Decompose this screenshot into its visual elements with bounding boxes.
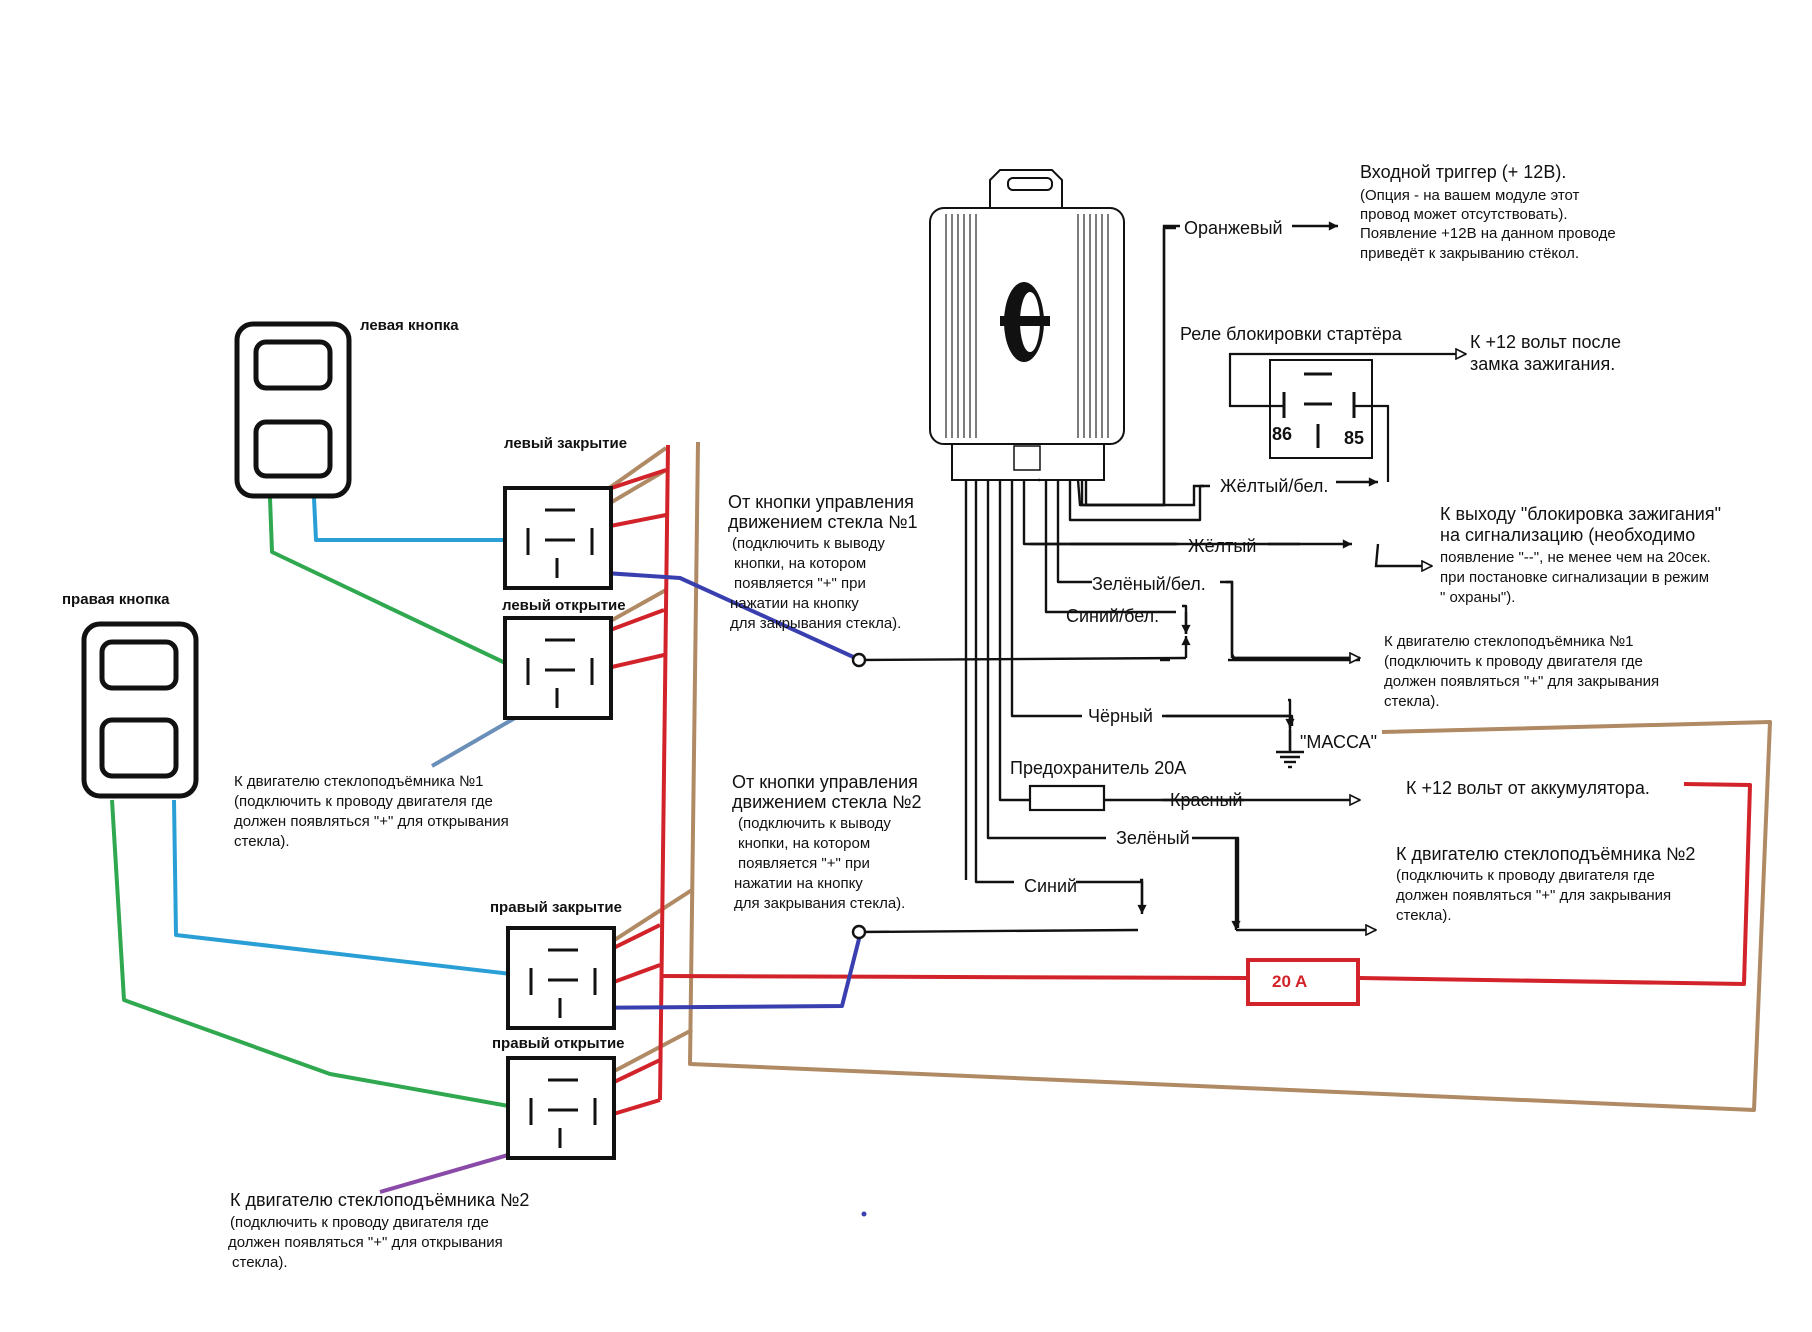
btn2-line-3: (подключить к выводу bbox=[738, 815, 891, 832]
ground-icon bbox=[1276, 730, 1304, 769]
btn1-line-6: нажатии на кнопку bbox=[730, 595, 859, 612]
starter-title: Реле блокировки стартёра bbox=[1180, 324, 1403, 344]
motor2-open-line-4: стекла). bbox=[232, 1254, 288, 1271]
wire-blue-label: Синий bbox=[1024, 876, 1077, 896]
wire-green-label: Зелёный bbox=[1116, 828, 1190, 848]
relay-right-close-label: правый закрытие bbox=[490, 899, 622, 916]
relay-left-close-label: левый закрытие bbox=[504, 435, 627, 452]
btn2-line-1: От кнопки управления bbox=[732, 772, 918, 792]
motor1-open-line-1: К двигателю стеклоподъёмника №1 bbox=[234, 773, 484, 790]
relay-right-open-label: правый открытие bbox=[492, 1035, 625, 1052]
btn1-line-7: для закрывания стекла). bbox=[730, 615, 901, 632]
btn2-line-2: движением стекла №2 bbox=[732, 792, 922, 812]
pin-86: 86 bbox=[1272, 424, 1292, 444]
relay-right-open bbox=[506, 1056, 616, 1160]
wire-black-label: Чёрный bbox=[1088, 706, 1153, 726]
ignition-lock-line-1: К выходу "блокировка зажигания" bbox=[1440, 504, 1721, 524]
btn1-line-5: появляется "+" при bbox=[734, 575, 866, 592]
btn2-line-7: для закрывания стекла). bbox=[734, 895, 905, 912]
right-button-label: правая кнопка bbox=[62, 591, 170, 608]
motor2-close-line-3: должен появляться "+" для закрывания bbox=[1396, 887, 1671, 904]
wire-blue-white-label: Синий/бел. bbox=[1066, 606, 1159, 626]
relay-left-open bbox=[503, 616, 613, 720]
relay-left-close bbox=[503, 486, 613, 590]
btn2-connector bbox=[851, 924, 867, 940]
ground-label: "МАССА" bbox=[1300, 732, 1377, 752]
trigger-line-3: Появление +12В на данном проводе bbox=[1360, 225, 1616, 242]
motor2-open-line-1: К двигателю стеклоподъёмника №2 bbox=[230, 1190, 529, 1210]
starter-relay: 86 85 bbox=[1228, 354, 1466, 482]
fuse-label: Предохранитель 20А bbox=[1010, 758, 1186, 778]
trigger-title: Входной триггер (+ 12В). bbox=[1360, 162, 1566, 182]
motor2-close-line-4: стекла). bbox=[1396, 907, 1452, 924]
left-button-label: левая кнопка bbox=[360, 317, 459, 334]
btn1-line-1: От кнопки управления bbox=[728, 492, 914, 512]
trigger-line-4: приведёт к закрыванию стёкол. bbox=[1360, 245, 1579, 262]
trigger-line-2: провод может отсутствовать). bbox=[1360, 206, 1568, 223]
ignition-line-2: замка зажигания. bbox=[1470, 354, 1615, 374]
module-fuse bbox=[1028, 784, 1106, 812]
relay-right-close bbox=[506, 926, 616, 1030]
battery-label: К +12 вольт от аккумулятора. bbox=[1406, 778, 1650, 798]
wire-red-label: Красный bbox=[1170, 790, 1242, 810]
left-button[interactable] bbox=[234, 321, 352, 499]
motor1-close-line-2: (подключить к проводу двигателя где bbox=[1384, 653, 1643, 670]
motor1-open-line-4: стекла). bbox=[234, 833, 290, 850]
fuse-20a-label: 20 A bbox=[1272, 972, 1307, 991]
button-wires bbox=[110, 497, 862, 1194]
motor2-close-line-1: К двигателю стеклоподъёмника №2 bbox=[1396, 844, 1695, 864]
ignition-line-1: К +12 вольт после bbox=[1470, 332, 1621, 352]
ignition-lock-line-2: на сигнализацию (необходимо bbox=[1440, 525, 1695, 545]
motor2-close-line-2: (подключить к проводу двигателя где bbox=[1396, 867, 1655, 884]
ignition-lock-line-3: появление "--", не менее чем на 20сек. bbox=[1440, 549, 1711, 566]
btn1-line-2: движением стекла №1 bbox=[728, 512, 918, 532]
motor1-close-line-4: стекла). bbox=[1384, 693, 1440, 710]
wire-yellow-white-label: Жёлтый/бел. bbox=[1220, 476, 1328, 496]
relay-left-open-label: левый открытие bbox=[502, 597, 626, 614]
trigger-line-1: (Опция - на вашем модуле этот bbox=[1360, 187, 1580, 204]
motor1-open-line-2: (подключить к проводу двигателя где bbox=[234, 793, 493, 810]
wire-orange-label: Оранжевый bbox=[1184, 218, 1283, 238]
btn1-line-3: (подключить к выводу bbox=[732, 535, 885, 552]
btn2-line-5: появляется "+" при bbox=[738, 855, 870, 872]
wire-yellow-label: Жёлтый bbox=[1188, 536, 1256, 556]
motor1-close-line-1: К двигателю стеклоподъёмника №1 bbox=[1384, 633, 1634, 650]
motor2-open-line-2: (подключить к проводу двигателя где bbox=[230, 1214, 489, 1231]
wire-green-white-label: Зелёный/бел. bbox=[1092, 574, 1206, 594]
motor2-open-line-3: должен появляться "+" для открывания bbox=[228, 1234, 503, 1251]
btn1-line-4: кнопки, на котором bbox=[734, 555, 866, 572]
btn2-line-6: нажатии на кнопку bbox=[734, 875, 863, 892]
control-module bbox=[929, 169, 1125, 481]
fuse-20a: 20 A bbox=[1246, 958, 1360, 1006]
module-routes bbox=[855, 221, 1432, 932]
btn1-connector bbox=[851, 652, 867, 668]
motor1-open-line-3: должен появляться "+" для открывания bbox=[234, 813, 509, 830]
module-logo-icon bbox=[1000, 282, 1050, 362]
btn2-line-4: кнопки, на котором bbox=[738, 835, 870, 852]
motor1-close-line-3: должен появляться "+" для закрывания bbox=[1384, 673, 1659, 690]
pin-85: 85 bbox=[1344, 428, 1364, 448]
stray-dot bbox=[861, 1211, 867, 1217]
ignition-lock-line-4: при постановке сигнализации в режим bbox=[1440, 569, 1709, 586]
ignition-lock-line-5: " охраны"). bbox=[1440, 589, 1515, 606]
right-button[interactable] bbox=[81, 621, 199, 799]
